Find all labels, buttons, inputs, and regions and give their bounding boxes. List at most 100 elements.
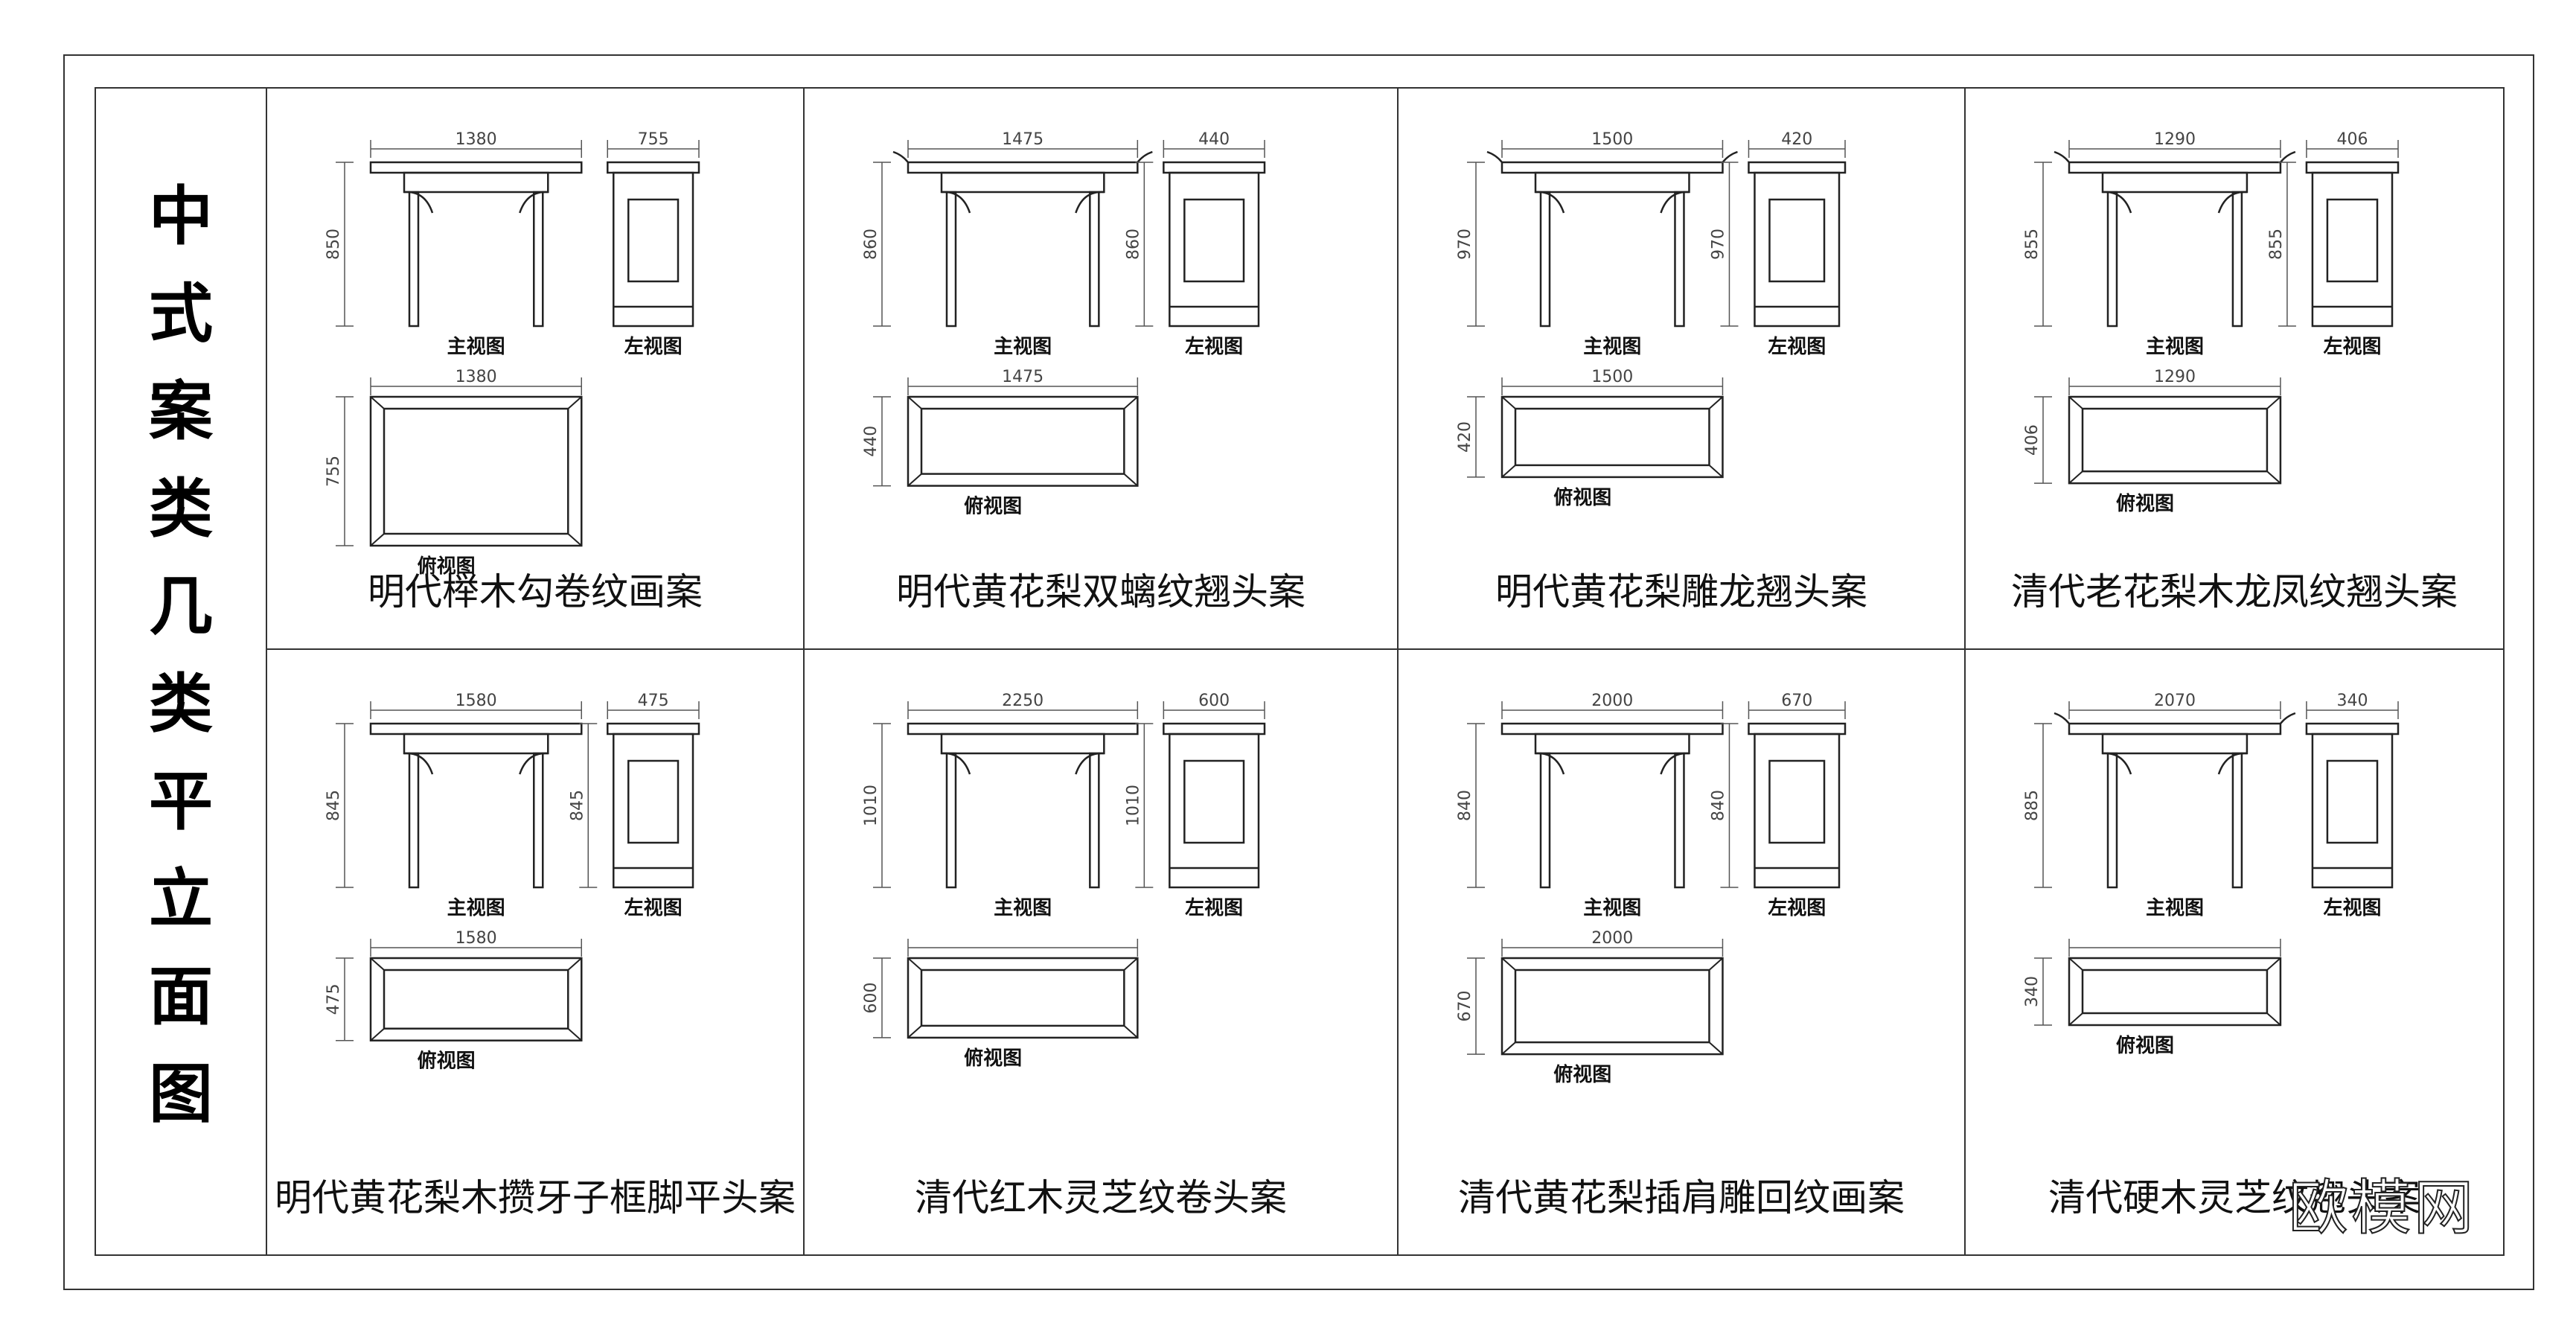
table-top [907,722,1139,736]
upturned-end-right [2279,712,2296,724]
dimension-horizontal: 2000 [1501,929,1724,957]
table-leg-left [2106,752,2118,889]
table-leg-left [2106,191,2118,328]
dimension-label: 1010 [862,785,880,826]
dimension-label: 1580 [456,692,497,710]
spandrel-left [403,191,434,214]
table-top [1500,722,1724,736]
dimension-horizontal: 755 [607,130,700,158]
table-caption: 清代黄花梨插肩雕回纹画案 [1458,1176,1905,1219]
table-caption: 明代黄花梨木攒牙子框脚平头案 [275,1176,796,1219]
sheet-frame [63,54,2534,1290]
dimension-label: 670 [1456,991,1474,1022]
dimension-vertical: 840 [1709,723,1739,888]
table-leg-left [408,752,420,889]
plan-mitre [2068,396,2083,409]
front-view-label: 主视图 [447,897,505,919]
side-top [2305,722,2400,736]
dimension-vertical: 406 [2023,396,2052,484]
table-leg-left [945,191,957,328]
dimension-label: 1380 [456,130,497,149]
dimension-vertical: 600 [862,957,891,1038]
dimension-horizontal: 2250 [907,692,1139,719]
plan-mitre [1501,465,1516,478]
upturned-end-right [2279,150,2296,163]
plan-inner [383,969,569,1030]
plan-view-label: 俯视图 [2116,1034,2174,1057]
side-panel [627,759,680,844]
plan-mitre [567,533,582,546]
spandrel-right [1075,752,1105,775]
dimension-label: 885 [2023,790,2042,821]
plan-mitre [2266,1012,2281,1026]
table-apron [1534,733,1690,755]
upturned-end-right [1722,150,1738,163]
table-top [369,161,583,174]
dimension-label: 970 [1456,229,1474,260]
table-leg-right [1674,191,1685,328]
plan-mitre [1708,396,1724,409]
dimension-vertical: 970 [1456,162,1485,327]
table-cell: 1580845主视图475845左视图1580475俯视图明代黄花梨木攒牙子框脚… [275,692,796,1219]
dimension-vertical: 850 [325,162,354,327]
front-view-label: 主视图 [2146,336,2204,358]
front-view-label: 主视图 [1583,897,1641,919]
plan-outer [369,957,583,1041]
dimension-horizontal: 2070 [2068,692,2281,719]
table-apron [2101,171,2249,194]
side-frame [1169,171,1260,328]
plan-mitre [1708,957,1724,971]
dimension-label: 406 [2023,424,2042,456]
front-view-label: 主视图 [447,336,505,358]
dimension-label: 475 [325,983,343,1015]
table-leg-left [1539,752,1551,889]
plan-inner [383,407,569,535]
side-frame [1169,733,1260,889]
table-top [1500,161,1724,174]
watermark-logo: 欧模网 [2289,1173,2476,1242]
table-top [907,161,1139,174]
dimension-label: 2070 [2154,692,2196,710]
table-apron [403,733,549,755]
dimension-vertical: 845 [325,723,354,888]
plan-outer [907,957,1139,1039]
sheet-title-char: 案 [149,374,214,449]
upturned-end-left [1486,150,1503,163]
dimension-label: 755 [638,130,669,149]
spandrel-left [1535,752,1565,775]
side-view-label: 左视图 [2323,897,2381,919]
spandrel-left [2102,191,2132,214]
sheet-title-char: 类 [149,472,213,546]
plan-outer [907,395,1139,487]
front-view-label: 主视图 [994,897,1052,919]
table-cell: 2000840主视图670840左视图2000670俯视图清代黄花梨插肩雕回纹画… [1456,692,1905,1219]
spandrel-left [941,752,971,775]
plan-mitre [907,957,922,971]
dimension-label: 1500 [1591,368,1633,386]
dimension-vertical: 855 [2023,162,2052,327]
dimension-horizontal: 475 [607,692,700,719]
plan-mitre [1501,957,1516,971]
plan-mitre [370,1027,385,1041]
dimension-vertical: 670 [1456,957,1485,1055]
table-caption: 清代红木灵芝纹卷头案 [915,1176,1287,1219]
dimension-horizontal: 1500 [1501,368,1724,395]
side-frame [2311,733,2394,889]
dimension-label: 420 [1456,421,1474,453]
front-view-label: 主视图 [2146,897,2204,919]
dimension-label: 850 [325,229,343,260]
plan-mitre [2266,396,2281,409]
side-frame [2311,171,2394,328]
plan-outer [369,395,583,547]
dimension-label: 855 [2023,229,2042,260]
table-caption: 明代榉木勾卷纹画案 [368,570,703,613]
